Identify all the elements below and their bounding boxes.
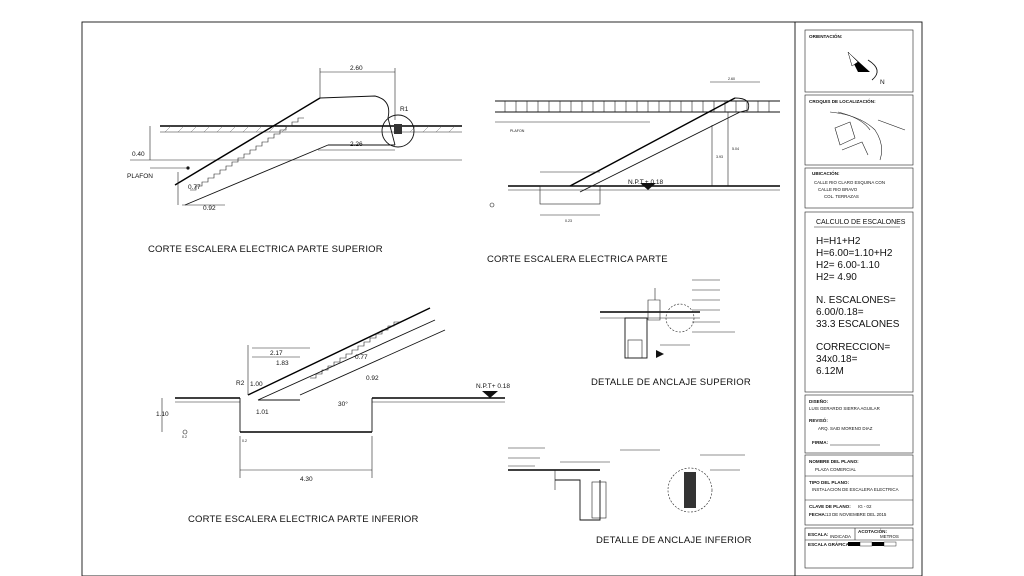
bottom-dim-length: 4.30 [300,476,313,483]
top-dim-width: 2.60 [350,65,363,72]
bottom-dim-h2: 1.01 [256,409,269,416]
correction-line-3: 6.12M [816,366,844,377]
side-dim-base: 0.23 [565,219,572,223]
graphic-scale-bar [848,541,897,547]
calc-line-4: H2= 4.90 [816,272,857,283]
address-label: UBICACIÓN: [812,169,840,176]
side-section-title: CORTE ESCALERA ELECTRICA PARTE [487,254,668,265]
address-line-1: CALLE RIO CLARO ESQUINA CON [814,180,885,185]
title-block-frames [804,29,914,569]
bottom-dim-top: 2.17 [270,350,283,357]
review-label: REVISÓ: [809,416,828,423]
side-level-label: N.P.T.+ 0.18 [628,179,663,186]
bottom-dim-angle: 30° [338,400,348,408]
bottom-dim-h1: 1.00 [250,381,263,388]
units-value: METROS [880,534,899,539]
bottom-dim-pit2: 0.2 [242,439,247,443]
address-line-2: CALLE RIO BRAVO [818,187,858,192]
steps-line-2: 6.00/0.18= [816,307,864,318]
scale-value: INDICADA [830,534,851,539]
plan-name-label: NOMBRE DEL PLANO: [809,459,859,464]
north-arrow-icon [847,51,878,81]
bottom-dim-pit: 0.2 [182,435,187,439]
signature-label: FIRMA: [812,440,829,445]
bottom-section-title: CORTE ESCALERA ELECTRICA PARTE INFERIOR [188,514,419,525]
plan-name: PLAZA COMERCIAL [815,467,857,472]
bottom-dim-step1: 0.77 [355,354,368,361]
bottom-dim-h3: 1.10 [156,411,169,418]
correction-line-2: 34x0.18= [816,354,858,365]
bottom-dim-radius: R2 [236,380,245,387]
north-label: N [880,79,885,86]
location-label: CROQUIS DE LOCALIZACIÓN: [809,97,876,104]
reviewer-name: ARQ. SAID MORENO DIAZ [818,426,873,431]
top-dim-step2: 0.92 [203,205,216,212]
side-plafon-label: PLAFON [510,129,525,133]
designer-name: LUIS GERARDO SIERRA AGUILAR [809,406,880,411]
top-dim-step1: 0.77 [188,184,201,191]
orientation-label: ORIENTACIÓN: [809,32,843,39]
detail-bottom-title: DETALLE DE ANCLAJE INFERIOR [596,535,752,546]
plan-key: IG - 02 [858,504,872,509]
steps-line-1: N. ESCALONES= [816,295,896,306]
sheet-border [81,21,923,576]
top-section-drawing [130,68,462,206]
side-dim-top: 2.60 [728,77,735,81]
plan-key-label: CLAVE DE PLANO: [809,504,851,509]
plan-type-label: TIPO DEL PLANO: [809,480,849,485]
side-section-drawing [489,81,780,216]
detail-top-drawing [600,279,735,359]
calc-line-1: H=H1+H2 [816,236,861,247]
calc-heading: CALCULO DE ESCALONES [816,219,906,226]
bottom-section-drawing [161,307,505,478]
top-section-title: CORTE ESCALERA ELECTRICA PARTE SUPERIOR [148,244,383,255]
design-label: DISEÑO: [809,398,829,404]
units-label: ACOTACIÓN: [858,527,887,534]
date-value: 13 DE NOVIEMBRE DEL 2015 [826,512,887,517]
scale-label: ESCALA: [808,532,829,537]
side-dim-height2: 3.93 [716,155,723,159]
location-sketch [829,111,906,161]
top-dim-radius: R1 [400,106,409,113]
top-dim-run: 2.26 [350,141,363,148]
address-line-3: COL. TERRAZAS [824,194,859,199]
top-dim-depth: 0.40 [132,151,145,158]
side-dim-height: 5.04 [732,147,739,151]
top-plafon-label: PLAFON [127,173,153,180]
correction-line-1: CORRECCION= [816,342,890,353]
bottom-dim-step2: 0.92 [366,375,379,382]
detail-top-title: DETALLE DE ANCLAJE SUPERIOR [591,377,751,388]
steps-line-3: 33.3 ESCALONES [816,319,900,330]
bottom-dim-top2: 1.83 [276,360,289,367]
bottom-level-label: N.P.T+ 0.18 [476,383,510,390]
date-label: FECHA: [809,512,827,517]
plan-type: INSTALACION DE ESCALERA ELECTRICA [812,487,899,492]
graphic-scale-label: ESCALA GRÁFICA: [808,541,851,547]
calc-line-2: H=6.00=1.10+H2 [816,248,893,259]
detail-bottom-drawing [508,447,745,521]
calc-line-3: H2= 6.00-1.10 [816,260,880,271]
